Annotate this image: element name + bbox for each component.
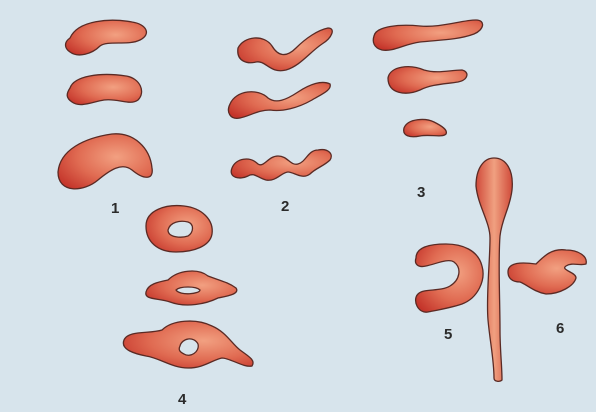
group1-shape-bottom [58, 134, 152, 189]
group1-shape-middle [67, 75, 141, 105]
group2-shape-top [238, 28, 332, 71]
group-label-6: 6 [556, 320, 564, 337]
group-label-3: 3 [417, 184, 425, 201]
group3-shape-middle [388, 67, 467, 93]
group3-shape-top [373, 20, 482, 50]
group2-shape-bottom [231, 150, 331, 181]
group-label-4: 4 [178, 391, 186, 408]
group6-curled-shape [508, 250, 586, 294]
group5-bent-shape [415, 244, 483, 312]
group-label-2: 2 [281, 198, 289, 215]
group2-shape-middle [228, 82, 330, 118]
group4-ring-bottom [123, 321, 253, 368]
group-label-5: 5 [444, 326, 452, 343]
group1-shape-top [66, 20, 147, 55]
group3-shape-bottom [404, 120, 447, 137]
group4-ring-middle [146, 271, 237, 305]
group4-ring-top [146, 206, 212, 252]
group-label-1: 1 [111, 200, 119, 217]
